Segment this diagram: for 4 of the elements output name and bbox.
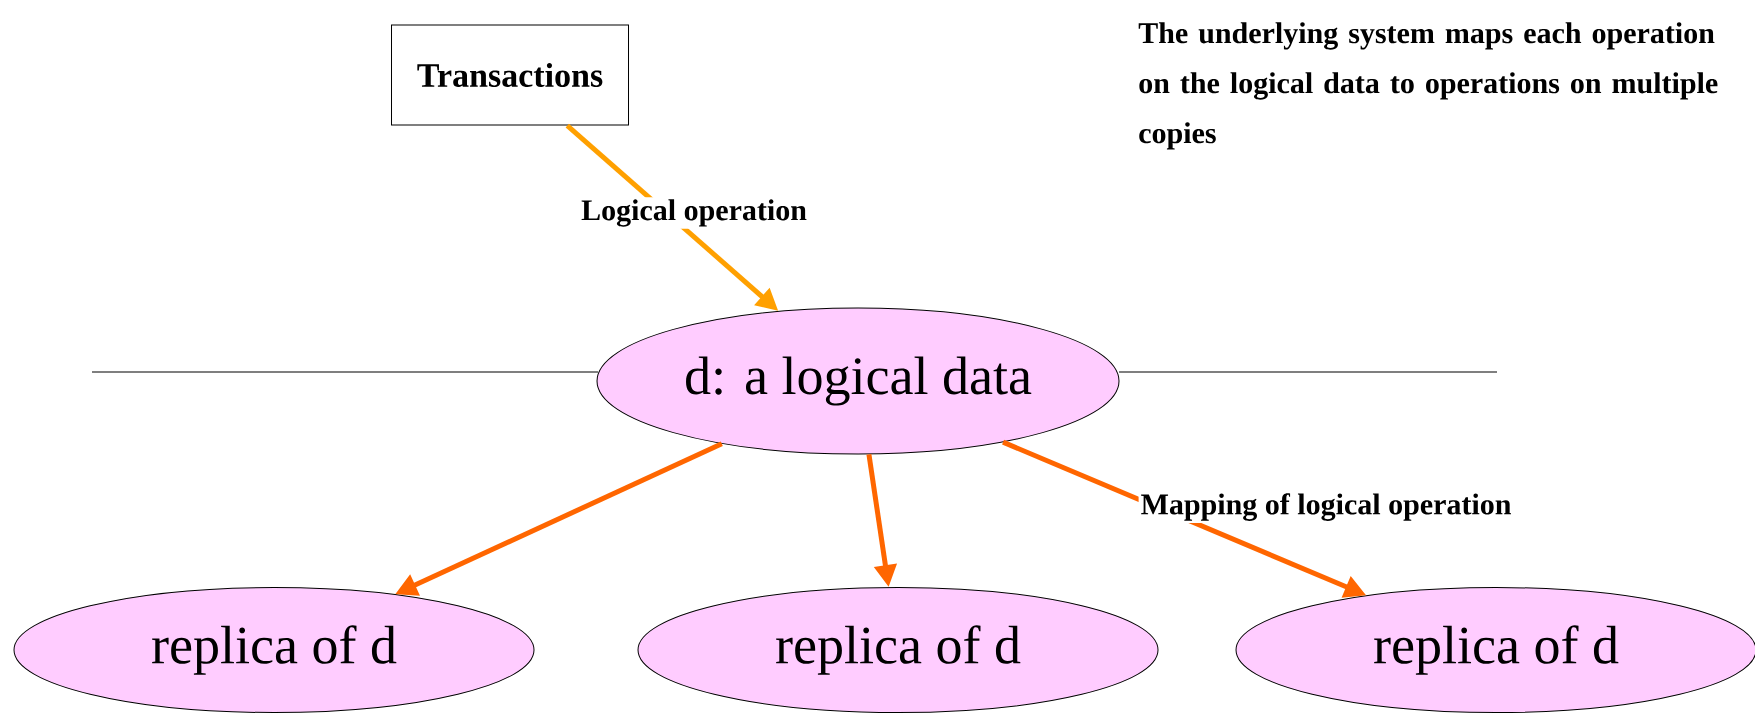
edge-label: Mapping of logical operation [1138, 491, 1514, 523]
text-box: Transactions [391, 24, 629, 126]
edge-label: Logical operation [579, 197, 809, 229]
note-text: The underlying system maps each operation on the logical data to operations on multiple copies [1138, 22, 1718, 150]
